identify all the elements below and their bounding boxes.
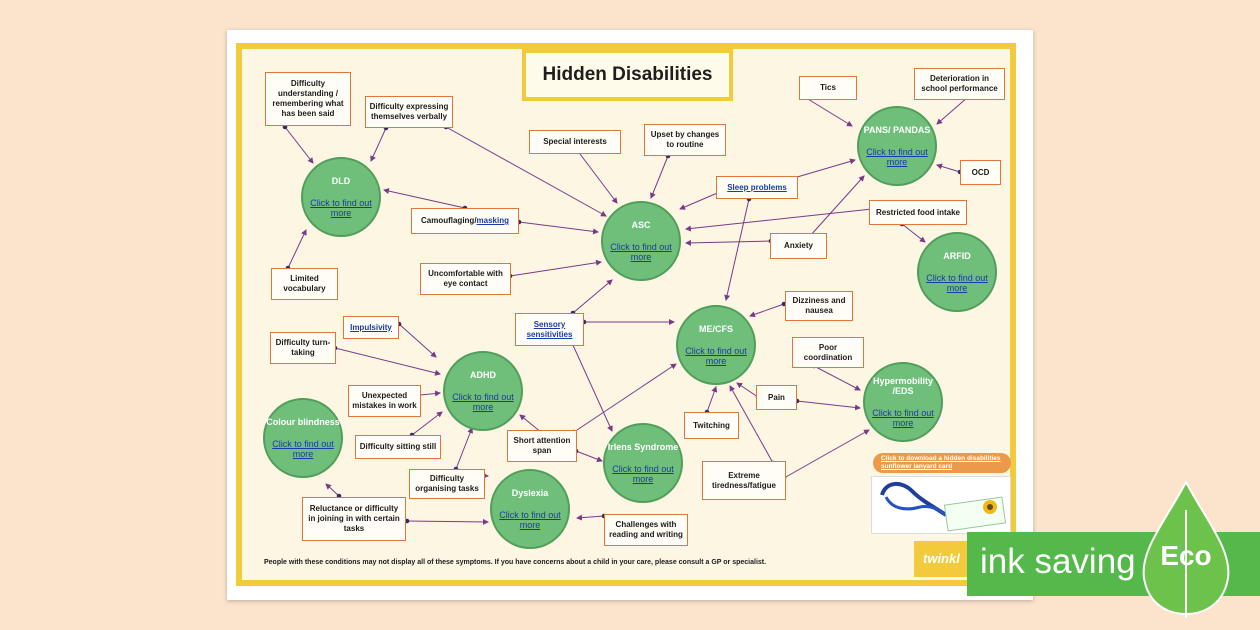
symptom-box: Tics [799,76,857,100]
page-title: Hidden Disabilities [522,49,733,101]
circle-asc-title: ASC [631,220,651,230]
circle-arfid[interactable]: ARFID Click to find out more [917,232,997,312]
symptom-box: Uncomfortable with eye contact [420,263,511,295]
sleep-problems-link[interactable]: Sleep problems [727,182,787,192]
circle-pans-title: PANS/ PANDAS [863,125,931,135]
ink-saving-text: ink saving [980,542,1136,581]
symptom-box: Camouflaging/masking [411,208,519,234]
symptom-box: Twitching [684,412,739,439]
circle-colour-link[interactable]: Click to find out more [272,439,334,459]
circle-colour-title: Colour blindness [266,417,340,427]
eco-badge-text: Eco [1160,540,1212,571]
circle-colour-blindness[interactable]: Colour blindness Click to find out more [263,398,343,478]
lanyard-card-image [871,476,1011,534]
symptom-box: Difficulty understanding / remembering w… [265,72,351,126]
leaf-shape [1142,479,1230,618]
circle-adhd[interactable]: ADHD Click to find out more [443,351,523,431]
symptom-box: Extreme tiredness/fatigue [702,461,786,500]
symptom-box: Difficulty organising tasks [409,469,485,499]
symptom-box: Limited vocabulary [271,268,338,300]
symptom-box: Unexpected mistakes in work [348,385,421,417]
circle-asc-link[interactable]: Click to find out more [610,242,672,262]
circle-arfid-link[interactable]: Click to find out more [926,273,988,293]
symptom-box: Upset by changes to routine [644,124,726,156]
camouflaging-label: Camouflaging/ [420,216,477,225]
circle-mecfs-title: ME/CFS [698,324,733,334]
circle-irlens-link[interactable]: Click to find out more [612,464,674,484]
impulsivity-link[interactable]: Impulsivity [350,322,392,332]
symptom-box: Difficulty sitting still [355,435,441,459]
symptom-box: Dizziness and nausea [785,291,853,321]
circle-dyslexia[interactable]: Dyslexia Click to find out more [490,469,570,549]
circle-adhd-title: ADHD [470,370,496,380]
symptom-box: Difficulty expressing themselves verball… [365,96,453,128]
circle-dld-title: DLD [331,176,351,186]
symptom-box: Restricted food intake [869,200,967,225]
lanyard-illustration [880,482,1007,532]
symptom-box: Impulsivity [343,316,399,339]
circle-asc[interactable]: ASC Click to find out more [601,201,681,281]
symptom-box: Reluctance or difficulty in joining in w… [302,497,406,541]
circle-dyslexia-title: Dyslexia [511,488,549,498]
symptom-box: Challenges with reading and writing [604,514,688,546]
circle-irlens[interactable]: Irlens Syndrome Click to find out more [603,423,683,503]
symptom-box: Difficulty turn-taking [270,332,336,364]
disclaimer-text: People with these conditions may not dis… [264,559,767,566]
circle-me-cfs[interactable]: ME/CFS Click to find out more [676,305,756,385]
symptom-box: Anxiety [770,233,827,259]
circle-hyper-link[interactable]: Click to find out more [872,408,934,428]
circle-dld[interactable]: DLD Click to find out more [301,157,381,237]
twinkl-logo: twinkl [914,541,972,577]
circle-hypermobility[interactable]: Hypermobility /EDS Click to find out mor… [863,362,943,442]
circle-arfid-title: ARFID [943,251,971,261]
circle-dld-link[interactable]: Click to find out more [310,198,372,218]
symptom-box: Special interests [529,130,621,154]
symptom-box: Sensory sensitivities [515,313,584,346]
symptom-box: OCD [960,160,1001,185]
symptom-box: Deterioration in school performance [914,68,1005,100]
symptom-box: Poor coordination [792,337,864,368]
eco-leaf-icon: Eco [1136,479,1236,620]
circle-mecfs-link[interactable]: Click to find out more [685,346,747,366]
circle-adhd-link[interactable]: Click to find out more [452,392,514,412]
circle-pans-pandas[interactable]: PANS/ PANDAS Click to find out more [857,106,937,186]
lanyard-download-link[interactable]: Click to download a hidden disabilities … [873,453,1011,473]
circle-irlens-title: Irlens Syndrome [607,442,679,452]
masking-link[interactable]: masking [476,216,510,225]
sensory-sensitivities-link[interactable]: Sensory sensitivities [526,319,573,339]
symptom-box: Short attention span [507,430,577,462]
circle-pans-link[interactable]: Click to find out more [866,147,928,167]
circle-hyper-title: Hypermobility /EDS [872,376,933,396]
symptom-box: Sleep problems [716,176,798,199]
twinkl-logo-text: twinkl [923,551,960,566]
symptom-box: Pain [756,385,797,410]
circle-dyslexia-link[interactable]: Click to find out more [499,510,561,530]
